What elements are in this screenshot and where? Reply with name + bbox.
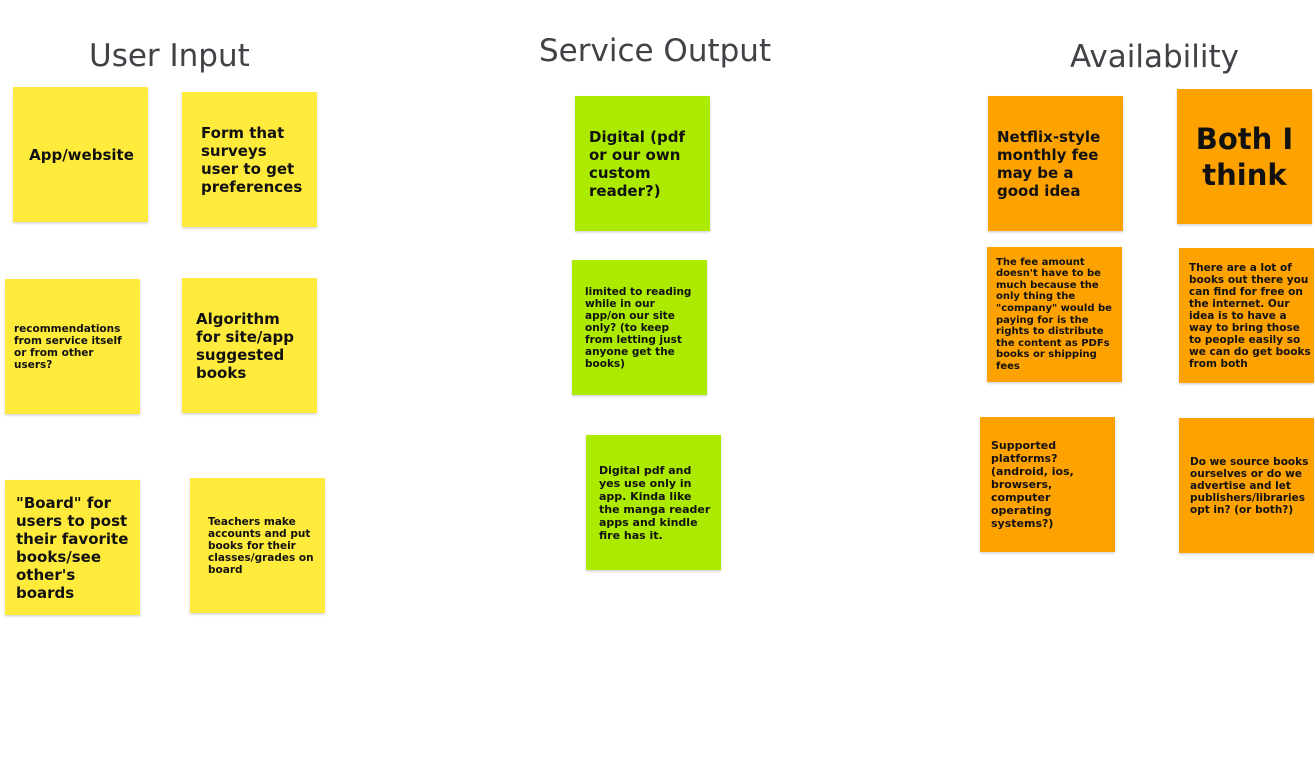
sticky-note-text: "Board" for users to post their favorite… [16, 493, 129, 602]
sticky-note-fee-amount[interactable]: The fee amount doesn't have to be much b… [987, 247, 1122, 382]
sticky-note-text: Teachers make accounts and put books for… [208, 515, 314, 576]
sticky-note-text: Form that surveys user to get preference… [201, 123, 303, 196]
sticky-note-teacher-accounts[interactable]: Teachers make accounts and put books for… [190, 478, 325, 613]
sticky-note-app-website[interactable]: App/website [13, 87, 148, 222]
sticky-note-text: Algorithm for site/app suggested books [196, 309, 294, 382]
sticky-note-digital-pdf-app[interactable]: Digital pdf and yes use only in app. Kin… [586, 435, 721, 570]
column-title-user-input: User Input [89, 38, 250, 74]
sticky-note-text: Do we source books ourselves or do we ad… [1190, 455, 1309, 516]
sticky-note-netflix-fee[interactable]: Netflix-style monthly fee may be a good … [988, 96, 1123, 231]
sticky-note-text: recommendations from service itself or f… [14, 322, 122, 371]
sticky-note-digital-reader[interactable]: Digital (pdf or our own custom reader?) [575, 96, 710, 231]
sticky-note-text: Supported platforms? (android, ios, brow… [991, 439, 1074, 530]
sticky-note-free-books[interactable]: There are a lot of books out there you c… [1179, 248, 1314, 383]
sticky-note-both-i-think[interactable]: Both I think [1177, 89, 1312, 224]
sticky-note-text: The fee amount doesn't have to be much b… [996, 256, 1112, 372]
sticky-note-preferences-form[interactable]: Form that surveys user to get preference… [182, 92, 317, 227]
sticky-note-limited-reading[interactable]: limited to reading while in our app/on o… [572, 260, 707, 395]
sticky-note-board-favorites[interactable]: "Board" for users to post their favorite… [5, 480, 140, 615]
sticky-note-text: Digital (pdf or our own custom reader?) [589, 127, 685, 200]
sticky-note-recommendations[interactable]: recommendations from service itself or f… [5, 279, 140, 414]
column-title-service-output: Service Output [539, 33, 772, 69]
sticky-note-text: limited to reading while in our app/on o… [585, 285, 692, 370]
sticky-note-supported-platforms[interactable]: Supported platforms? (android, ios, brow… [980, 417, 1115, 552]
sticky-note-text: Netflix-style monthly fee may be a good … [997, 127, 1101, 200]
sticky-note-text: App/website [29, 145, 134, 164]
sticky-note-text: Digital pdf and yes use only in app. Kin… [599, 463, 711, 542]
sticky-note-text: Both I think [1195, 121, 1294, 192]
sticky-note-source-books[interactable]: Do we source books ourselves or do we ad… [1179, 418, 1314, 553]
sticky-note-algorithm[interactable]: Algorithm for site/app suggested books [182, 278, 317, 413]
sticky-note-text: There are a lot of books out there you c… [1189, 261, 1311, 370]
column-title-availability: Availability [1070, 39, 1239, 75]
